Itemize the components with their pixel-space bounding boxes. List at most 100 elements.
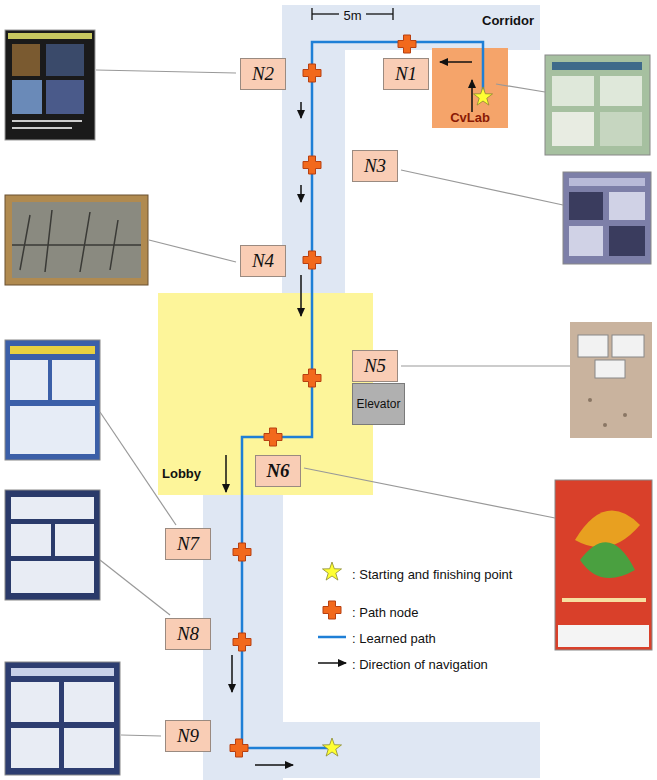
photo-detail: [552, 62, 642, 70]
area-label: Lobby: [162, 466, 201, 481]
photo-detail: [55, 524, 94, 556]
photo-detail: [10, 406, 95, 454]
node-name: N2: [252, 63, 274, 85]
node-label-box: N3: [352, 150, 398, 182]
area-label: CvLab: [450, 110, 490, 125]
photo-detail: [11, 668, 114, 676]
start-star: [473, 87, 492, 105]
leader-line: [149, 240, 236, 262]
photo-detail: [623, 413, 627, 417]
photo-poster: [555, 480, 652, 650]
photo-poster: [5, 662, 120, 775]
photo-detail: [600, 112, 642, 146]
photo-poster: [5, 490, 100, 600]
photo-poster: [545, 55, 650, 155]
photo-detail: [46, 80, 84, 114]
photo-detail: [11, 497, 94, 519]
legend-text: : Learned path: [352, 631, 436, 646]
leader-line: [100, 560, 170, 615]
photo-detail: [11, 561, 94, 593]
photo-detail: [609, 192, 645, 220]
direction-arrow: [231, 655, 233, 692]
photo-detail: [609, 226, 645, 256]
photo-poster: [5, 340, 100, 460]
path-node: [398, 35, 416, 53]
photo-elevator-wall: [570, 322, 652, 438]
photo-detail: [600, 76, 642, 106]
node-name: N4: [252, 250, 274, 272]
scale-label-holder: 5m: [343, 6, 361, 24]
legend-path-line: [318, 636, 346, 639]
path-node: [233, 633, 251, 651]
legend-entry: : Starting and finishing point: [352, 565, 512, 583]
legend-entry: : Learned path: [352, 629, 436, 647]
node-name: N7: [177, 533, 199, 555]
node-label-box: N8: [165, 618, 211, 650]
direction-arrow: [225, 455, 227, 492]
photo-detail: [575, 511, 640, 548]
photo-detail: [578, 335, 608, 357]
photo-poster: [5, 30, 95, 140]
direction-arrow: [255, 764, 293, 766]
path-node: [264, 428, 282, 446]
lobby-area: [158, 293, 373, 495]
legend-star: [322, 562, 341, 580]
photo-detail: [569, 192, 603, 220]
direction-arrow: [300, 102, 302, 118]
scale-line: [312, 13, 339, 14]
photo-poster: [5, 340, 100, 460]
photo-detail: [558, 625, 649, 647]
leader-line: [121, 735, 161, 736]
direction-arrow: [471, 80, 473, 112]
leader-line: [401, 170, 563, 205]
photo-detail: [569, 226, 603, 256]
area-label-holder: Corridor: [482, 11, 534, 29]
node-label-box: N1: [383, 58, 429, 90]
direction-arrow: [300, 185, 302, 202]
learned-path: [242, 42, 483, 748]
direction-arrow: [300, 275, 302, 316]
photo-detail: [46, 44, 84, 76]
node-name: N1: [395, 63, 417, 85]
node-name: N3: [364, 155, 386, 177]
scale-label: 5m: [343, 8, 361, 23]
scale-line: [366, 13, 393, 14]
photo-poster: [545, 55, 650, 155]
photo-detail: [552, 76, 594, 106]
photo-detail: [12, 44, 40, 76]
node-label-box: N7: [165, 528, 211, 560]
elevator-label: Elevator: [356, 397, 400, 411]
photo-detail: [11, 524, 51, 556]
leader-line: [401, 365, 570, 366]
finish-star: [322, 738, 341, 756]
photo-detail: [552, 112, 594, 146]
node-label-box: N9: [165, 720, 211, 752]
photo-detail: [580, 542, 635, 578]
node-label-box: N6: [255, 455, 301, 487]
photo-painting: [5, 195, 148, 285]
node-label-box: N4: [240, 245, 286, 277]
leader-line: [304, 468, 555, 518]
direction-arrow: [440, 61, 472, 63]
corridor-band: [282, 5, 345, 295]
path-node: [303, 156, 321, 174]
photo-detail: [595, 360, 625, 378]
photo-detail: [588, 398, 592, 402]
photo-detail: [569, 178, 645, 186]
legend-entry: : Direction of navigation: [352, 655, 488, 673]
photo-detail: [12, 80, 42, 114]
photo-poster: [563, 172, 651, 264]
photo-detail: [612, 335, 644, 357]
path-node: [303, 251, 321, 269]
photo-detail: [8, 33, 92, 39]
node-name: N6: [266, 460, 289, 482]
leader-lines: [96, 70, 570, 736]
node-name: N5: [364, 355, 386, 377]
area-label: Corridor: [482, 13, 534, 28]
photo-detail: [12, 120, 82, 122]
photo-detail: [603, 423, 607, 427]
photo-poster: [5, 30, 95, 140]
photo-detail: [52, 360, 95, 400]
